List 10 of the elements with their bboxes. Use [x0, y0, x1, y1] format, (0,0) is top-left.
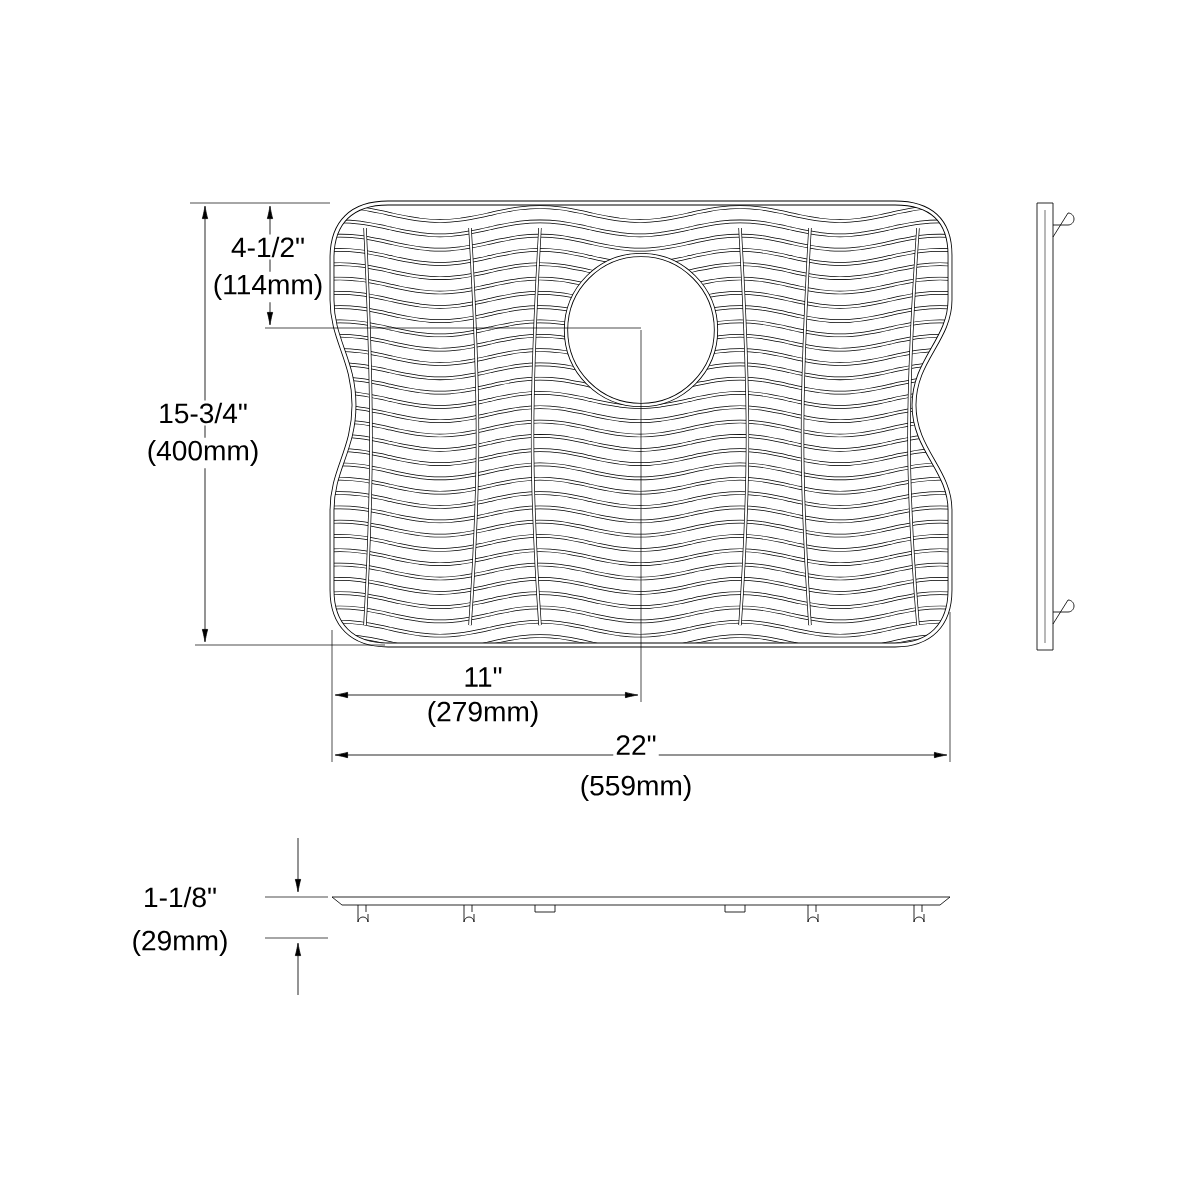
dimension-text: (400mm)	[144, 437, 262, 469]
dimension-text: 15-3/4"	[156, 400, 250, 426]
dimension-text: (279mm)	[424, 698, 542, 730]
dimension-text: 4-1/2"	[228, 234, 308, 260]
dimension-text: 22"	[613, 733, 659, 757]
dimension-text: 11"	[461, 665, 505, 689]
dimension-text: 1-1/8"	[140, 884, 220, 910]
dimension-text: (29mm)	[129, 927, 231, 959]
dimension-text: (114mm)	[210, 271, 326, 303]
dimension-text: (559mm)	[577, 772, 695, 804]
